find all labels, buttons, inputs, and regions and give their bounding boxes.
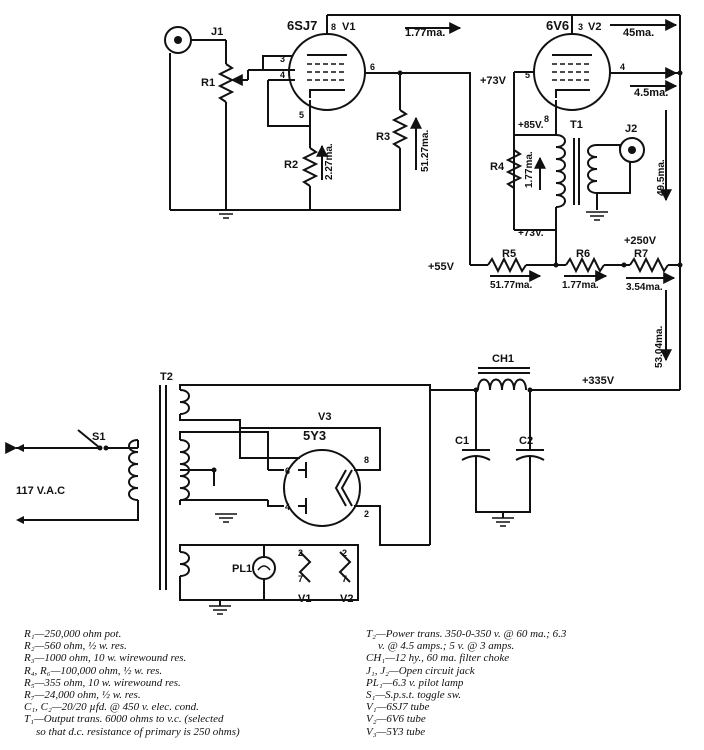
v3-type-label: 5Y3 [303, 428, 326, 443]
legend-item: T₁—Output trans. 6000 ohms to v.c. (sele… [24, 713, 224, 726]
legend-item: V₁—6SJ7 tube [366, 701, 430, 714]
legend-item: R₄, R₆—100,000 ohm, ½ w. res. [24, 664, 163, 677]
legend-item: R₇—24,000 ohm, ½ w. res. [24, 689, 141, 702]
t1-label: T1 [570, 119, 583, 131]
r3-current: 51.27ma. [420, 130, 431, 172]
r5-current: 51.77ma. [490, 280, 532, 291]
v3-ref-label: V3 [318, 411, 331, 423]
b-plus-55-voltage: +55V [428, 261, 455, 273]
r7-label: R7 [634, 248, 648, 260]
j1-jack [164, 26, 226, 54]
v1-pin-8: 8 [331, 22, 336, 32]
r4-label: R4 [490, 161, 505, 173]
legend-item: PL₁—6.3 v. pilot lamp [366, 676, 464, 689]
t1-output-transformer [555, 134, 598, 208]
r4-resistor [505, 149, 523, 189]
r3-resistor [391, 109, 409, 149]
v3-rectifier-tube [283, 449, 361, 527]
v2-plate-current: 45ma. [623, 27, 654, 39]
legend-item: S₁—S.p.s.t. toggle sw. [366, 689, 461, 702]
c2-label: C2 [519, 435, 533, 447]
r1-potentiometer [217, 63, 235, 103]
j2-label: J2 [625, 123, 637, 135]
legend-item: so that d.c. resistance of primary is 25… [36, 725, 240, 738]
t1-current: 49.5ma. [656, 159, 667, 196]
legend-item: R₁—250,000 ohm pot. [24, 628, 122, 640]
heater-pin-2a: 2 [298, 548, 303, 558]
v2-screen-current: 4.5ma. [634, 87, 668, 99]
b-plus-250-voltage: +250V [624, 235, 657, 247]
v2-type-label: 6V6 [546, 18, 569, 33]
v3-pin-2: 2 [364, 509, 369, 519]
v1-tube [288, 33, 366, 111]
t2-label: T2 [160, 371, 173, 383]
r6-label: R6 [576, 248, 590, 260]
ch1-label: CH1 [492, 353, 514, 365]
r2-current: 2.27ma. [324, 143, 335, 180]
v1-pin-4: 4 [280, 70, 285, 80]
v2-pin-5: 5 [525, 70, 530, 80]
heater-v1-label: V1 [298, 593, 311, 605]
j1-label: J1 [211, 26, 223, 38]
v2-tube [533, 33, 611, 111]
c1-label: C1 [455, 435, 469, 447]
r2-label: R2 [284, 159, 298, 171]
r5-resistor [487, 256, 527, 274]
heater-pin-7a: 7 [298, 574, 303, 584]
pl1-pilot-lamp [252, 556, 276, 580]
r1-label: R1 [201, 77, 215, 89]
pl1-label: PL1 [232, 563, 252, 575]
legend-item: V₂—6V6 tube [366, 713, 426, 726]
r4-current: 1.77ma. [524, 151, 535, 188]
heater-pin-2b: 2 [342, 548, 347, 558]
v1-ref-label: V1 [342, 21, 355, 33]
heater-pin-7b: 7 [342, 574, 347, 584]
legend-item: V₃—5Y3 tube [366, 725, 426, 738]
j2-jack [619, 137, 645, 163]
amplifier-schematic: J1 R1 6SJ7 8 V1 3 4 5 6 1.77ma. R2 2.27m… [5, 14, 683, 615]
legend-left: R₁—250,000 ohm pot. R₂—560 ohm, ½ w. res… [24, 628, 240, 738]
r4-bottom-voltage: +73V. [518, 228, 544, 239]
v3-pin-8: 8 [364, 455, 369, 465]
v2-pin-3: 3 [578, 22, 583, 32]
v1-pin-6: 6 [370, 62, 375, 72]
r2-resistor [301, 147, 319, 187]
legend-item: R₅—355 ohm, 10 w. wirewound res. [24, 676, 181, 689]
v1-type-label: 6SJ7 [287, 18, 317, 33]
mains-voltage: 117 V.A.C [16, 485, 65, 497]
b-plus-335-voltage: +335V [582, 375, 615, 387]
v1-plate-current: 1.77ma. [405, 27, 445, 39]
legend-item: J₁, J₂—Open circuit jack [366, 664, 475, 677]
r6-resistor [565, 256, 605, 274]
v1-pin-3: 3 [280, 54, 285, 64]
legend-item: T₂—Power trans. 350-0-350 v. @ 60 ma.; 6… [366, 628, 567, 640]
legend-item: CH₁—12 hy., 60 ma. filter choke [366, 652, 510, 665]
legend-item: R₂—560 ohm, ½ w. res. [24, 640, 127, 653]
heater-v2-label: V2 [340, 593, 353, 605]
r7-resistor [629, 256, 669, 274]
v3-pin-4: 4 [285, 502, 290, 512]
v2-grid-voltage: +73V [480, 75, 507, 87]
legend-item: v. @ 4.5 amps.; 5 v. @ 3 amps. [378, 640, 515, 653]
r6-current: 1.77ma. [562, 280, 599, 291]
s1-label: S1 [92, 431, 105, 443]
ch1-filter-choke [477, 367, 530, 391]
legend-item: R₃—1000 ohm, 10 w. wirewound res. [24, 652, 187, 665]
legend-item: C₁, C₂—20/20 µfd. @ 450 v. elec. cond. [24, 701, 199, 714]
r7-current: 3.54ma. [626, 282, 663, 293]
v2-pin-8: 8 [544, 114, 549, 124]
v3-pin-6: 6 [285, 466, 290, 476]
legend-right: T₂—Power trans. 350-0-350 v. @ 60 ma.; 6… [366, 628, 566, 738]
supply-current: 53.04ma. [654, 326, 665, 368]
r5-label: R5 [502, 248, 516, 260]
v1-pin-5: 5 [299, 110, 304, 120]
r3-label: R3 [376, 131, 390, 143]
v2-pin-4: 4 [620, 62, 625, 72]
r4-top-voltage: +85V. [518, 120, 544, 131]
v2-ref-label: V2 [588, 21, 601, 33]
